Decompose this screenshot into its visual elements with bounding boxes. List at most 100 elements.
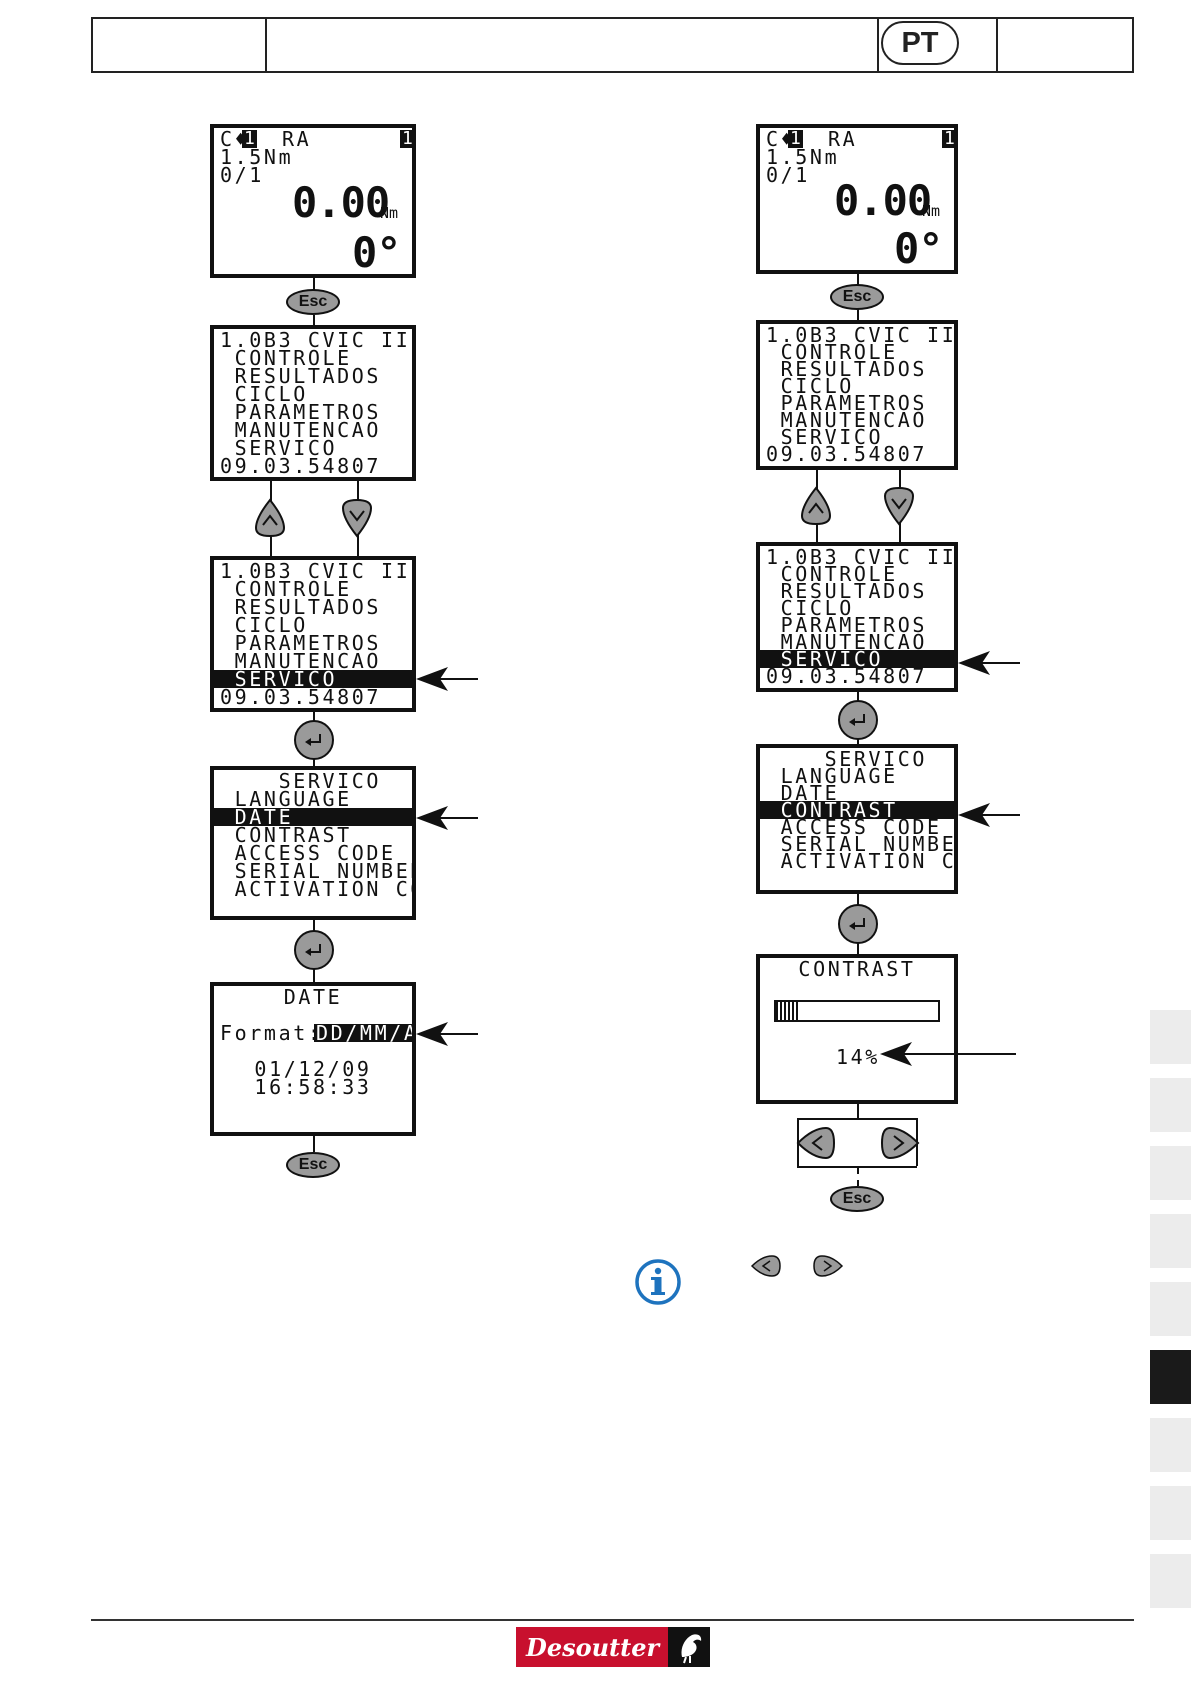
menu-item-parametros[interactable]: PARAMETROS — [766, 391, 928, 415]
side-tab[interactable] — [1150, 1146, 1191, 1200]
esc-button[interactable]: Esc — [830, 1186, 884, 1212]
program-number: 1 — [788, 128, 803, 149]
enter-button[interactable] — [838, 700, 878, 740]
menu-item-controle[interactable]: CONTROLE — [220, 346, 352, 370]
service-item-contrast-selected[interactable]: CONTRAST — [760, 800, 954, 820]
side-tab[interactable] — [1150, 1486, 1191, 1540]
lcd-service-menu-right: SERVICO LANGUAGE DATE CONTRAST ACCESS CO… — [756, 744, 958, 894]
menu-item-ciclo[interactable]: CICLO — [766, 596, 854, 620]
service-item-access-code[interactable]: ACCESS CODE — [220, 841, 396, 865]
pointer-arrow-icon — [416, 806, 478, 830]
menu-item-controle[interactable]: CONTROLE — [766, 340, 898, 364]
connector — [857, 1104, 859, 1118]
spindle-number: 1 — [942, 128, 955, 149]
menu-item-parametros[interactable]: PARAMETROS — [220, 631, 382, 655]
menu-line: 1.0B3 CVIC II — [220, 328, 411, 352]
menu-item-resultados[interactable]: RESULTADOS — [220, 595, 382, 619]
service-item-activation-code[interactable]: ACTIVATION CODE — [234, 877, 412, 901]
lcd-menu-screen-left: 1.0B3 CVIC II CONTROLE RESULTADOS CICLO … — [210, 325, 416, 481]
torque-value: 0.00 — [292, 178, 390, 227]
logo-wordmark: Desoutter — [525, 1633, 661, 1662]
side-tab[interactable] — [1150, 1010, 1191, 1064]
service-title: SERVICO — [220, 769, 382, 793]
menu-item-resultados[interactable]: RESULTADOS — [220, 364, 382, 388]
pointer-arrow-icon — [958, 803, 1020, 827]
menu-item-resultados[interactable]: RESULTADOS — [766, 579, 928, 603]
bird-logo-icon — [668, 1627, 710, 1667]
program-label: C — [766, 127, 781, 151]
left-arrow-button[interactable] — [796, 1126, 836, 1160]
lcd-main-screen-right: C♦ 1 RA 1 1.5Nm 0/1 0.00 Nm 0° — [756, 124, 958, 274]
torque-unit: Nm — [922, 202, 941, 220]
enter-button[interactable] — [294, 720, 334, 760]
esc-button[interactable]: Esc — [830, 284, 884, 310]
menu-footer: 09.03.54807 H2 — [220, 685, 382, 709]
menu-footer: 09.03.54807 H2 — [766, 664, 928, 688]
esc-button[interactable]: Esc — [286, 1152, 340, 1178]
side-tab[interactable] — [1150, 1282, 1191, 1336]
lcd-menu-servico-selected-right: 1.0B3 CVIC II CONTROLE RESULTADOS CICLO … — [756, 542, 958, 692]
connector — [857, 1168, 859, 1186]
service-item-language[interactable]: LANGUAGE — [220, 787, 352, 811]
up-arrow-button[interactable] — [254, 498, 286, 538]
connector — [313, 315, 315, 325]
menu-item-controle[interactable]: CONTROLE — [766, 562, 898, 586]
program-label: C — [220, 127, 235, 151]
menu-item-servico-selected[interactable]: SERVICO — [760, 649, 954, 669]
menu-item-ciclo[interactable]: CICLO — [220, 382, 308, 406]
menu-item-resultados[interactable]: RESULTADOS — [766, 357, 928, 381]
menu-item-manutencao[interactable]: MANUTENCAO — [766, 630, 928, 654]
service-item-serial-number[interactable]: SERIAL NUMBER — [220, 859, 416, 883]
menu-item-manutencao[interactable]: MANUTENCAO — [220, 649, 382, 673]
menu-item-servico[interactable]: SERVICO — [766, 425, 884, 449]
esc-button[interactable]: Esc — [286, 289, 340, 315]
pointer-arrow-icon — [958, 651, 1020, 675]
down-arrow-button[interactable] — [883, 486, 915, 526]
left-arrow-icon — [750, 1255, 781, 1277]
menu-item-parametros[interactable]: PARAMETROS — [220, 400, 382, 424]
date-format-value[interactable]: DD/MM/AA — [314, 1023, 412, 1043]
pointer-arrow-icon — [416, 667, 478, 691]
right-arrow-button[interactable] — [880, 1126, 920, 1160]
service-item-contrast[interactable]: CONTRAST — [220, 823, 352, 847]
side-tab[interactable] — [1150, 1078, 1191, 1132]
menu-line: 1.0B3 CVIC II — [766, 545, 957, 569]
target-torque: 1.5Nm — [220, 145, 294, 169]
side-tab[interactable] — [1150, 1418, 1191, 1472]
menu-item-parametros[interactable]: PARAMETROS — [766, 613, 928, 637]
angle-value: 0° — [352, 228, 402, 277]
menu-line: 1.0B3 CVIC II — [220, 559, 411, 583]
up-arrow-button[interactable] — [800, 486, 832, 526]
side-tab[interactable] — [1150, 1554, 1191, 1608]
menu-item-ciclo[interactable]: CICLO — [220, 613, 308, 637]
date-title: DATE — [283, 985, 343, 1009]
down-arrow-button[interactable] — [341, 498, 373, 538]
menu-item-controle[interactable]: CONTROLE — [220, 577, 352, 601]
program-number: 1 — [242, 128, 257, 149]
enter-button[interactable] — [838, 904, 878, 944]
service-item-serial-number[interactable]: SERIAL NUMBER — [766, 832, 958, 856]
service-item-language[interactable]: LANGUAGE — [766, 764, 898, 788]
menu-item-manutencao[interactable]: MANUTENCAO — [766, 408, 928, 432]
cycle-count: 0/1 — [766, 163, 810, 187]
menu-item-servico[interactable]: SERVICO — [220, 436, 338, 460]
menu-item-manutencao[interactable]: MANUTENCAO — [220, 418, 382, 442]
service-item-date[interactable]: DATE — [766, 781, 840, 805]
page-header — [91, 17, 1134, 73]
menu-item-servico-selected[interactable]: SERVICO — [214, 669, 412, 689]
service-item-date-selected[interactable]: DATE — [214, 807, 412, 827]
contrast-bar-fill — [776, 1002, 799, 1020]
menu-line: 1.0B3 CVIC II — [766, 323, 957, 347]
lcd-contrast-screen: CONTRAST 14% — [756, 954, 958, 1104]
spindle-number: 1 — [400, 128, 413, 149]
enter-button[interactable] — [294, 930, 334, 970]
svg-text:Desoutter: Desoutter — [525, 1633, 661, 1662]
side-tab[interactable] — [1150, 1214, 1191, 1268]
menu-item-ciclo[interactable]: CICLO — [766, 374, 854, 398]
footer-rule — [91, 1619, 1134, 1621]
service-item-activation-code[interactable]: ACTIVATION CODE — [780, 849, 957, 873]
contrast-title: CONTRAST — [798, 957, 916, 981]
contrast-bar[interactable] — [774, 1000, 940, 1022]
service-item-access-code[interactable]: ACCESS CODE — [766, 815, 942, 839]
side-tab-active[interactable] — [1150, 1350, 1191, 1404]
